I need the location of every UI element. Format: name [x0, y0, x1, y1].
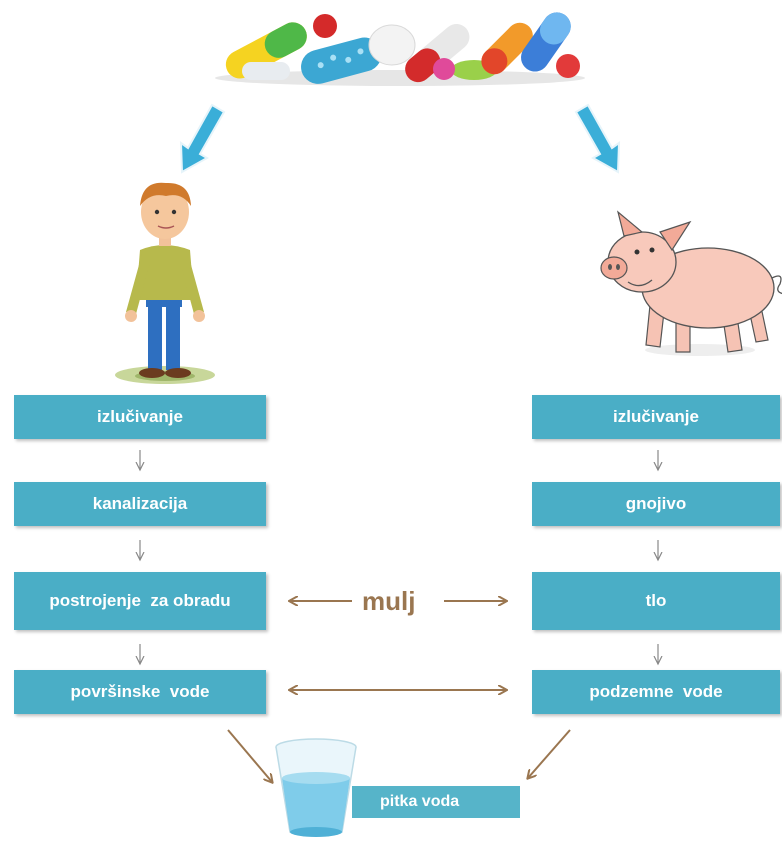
right-box-excretion: izlučivanje: [532, 395, 780, 439]
drinking-water-label: pitka voda: [352, 786, 520, 818]
left-box-surface-water: površinske vode: [14, 670, 266, 714]
sludge-label: mulj: [362, 586, 416, 616]
to-drinking-water-left: [227, 729, 272, 782]
down-arrow-left-icon: [179, 103, 226, 174]
left-box-sewage: kanalizacija: [14, 482, 266, 526]
person-icon: [115, 182, 215, 384]
down-arrow-right-icon: [574, 103, 621, 174]
water-glass-icon: [275, 738, 357, 837]
to-drinking-water-right: [528, 729, 571, 778]
right-box-soil: tlo: [532, 572, 780, 630]
left-box-excretion: izlučivanje: [14, 395, 266, 439]
pig-icon: [600, 210, 782, 356]
right-box-groundwater: podzemne vode: [532, 670, 780, 714]
right-box-manure: gnojivo: [532, 482, 780, 526]
pills-icon: [215, 12, 585, 86]
left-box-treatment-plant: postrojenje za obradu: [14, 572, 266, 630]
